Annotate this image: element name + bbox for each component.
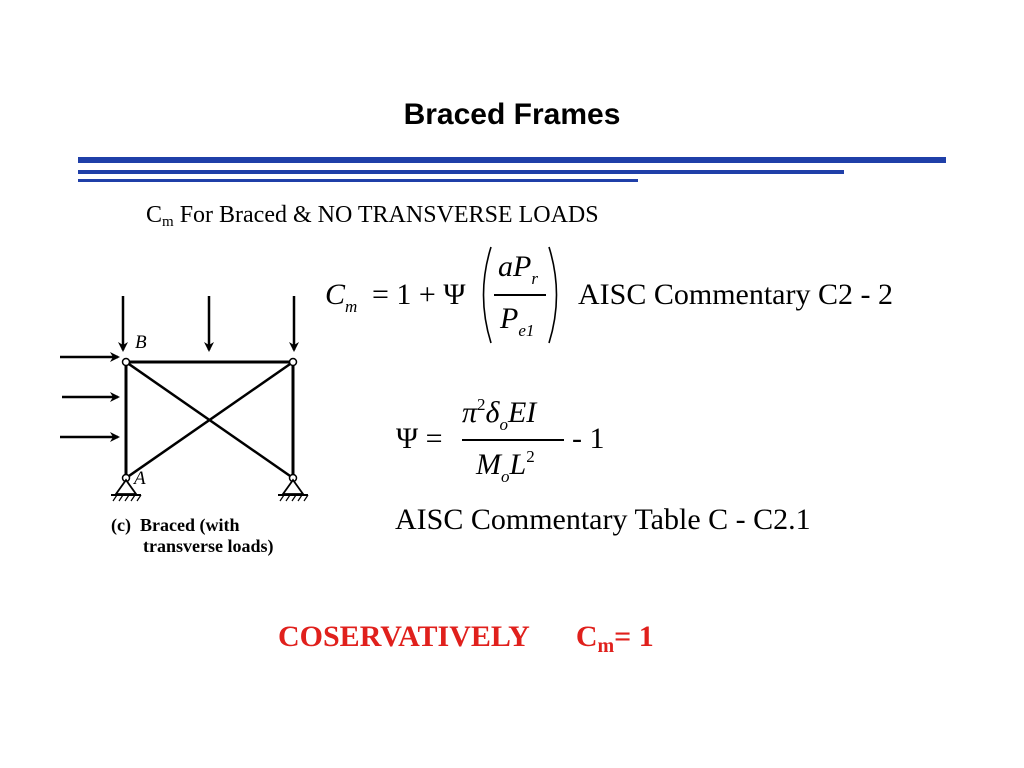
eq2-den-m: M [476,448,501,481]
rule-bottom [78,179,638,182]
subtitle-c-sub: m [162,214,174,230]
eq1-equals: = 1 + Ψ [372,278,466,311]
support-right [278,478,309,502]
eq1-lhs-sub: m [345,297,358,316]
eq2-den-m-sub: o [501,467,510,486]
subtitle-c: C [146,202,163,228]
eq2-denominator: MoL2 [476,447,535,486]
conservative-sub: m [597,635,615,657]
caption-line-1: (c) Braced (with [111,515,240,535]
eq1-lhs-c: C [325,278,346,311]
eq2-num-ei: EI [507,396,537,429]
eq1-numerator: aPr [498,250,538,288]
conservative-text: COSERVATIVELY [278,620,530,653]
eq2-den-l: L [509,448,527,481]
rule-top [78,157,946,163]
page-title: Braced Frames [403,98,621,131]
eq1-num-ap: aP [498,250,532,283]
eq1-den-sub: e1 [518,321,535,340]
braced-frame-diagram: B A [60,296,309,502]
eq2-num-pi-sup: 2 [477,395,486,414]
rule-middle [78,170,844,174]
eq2-num-delta: δ [485,396,500,429]
figure-caption: (c) Braced (with transverse loads) [111,515,273,557]
eq2-num-delta-sub: o [499,415,508,434]
eq1-left-paren [482,246,492,344]
eq1-lhs: Cm [325,278,357,316]
eq1-den-p: P [500,302,519,335]
caption-line-2: transverse loads) [143,536,274,556]
eq2-numerator: π2δoEI [462,395,537,434]
eq2-num-pi: π [462,396,478,429]
conservative-note: COSERVATIVELY Cm= 1 [278,620,654,658]
eq1-denominator: Pe1 [500,302,534,340]
conservative-c: C [575,620,598,653]
eq2-reference: AISC Commentary Table C - C2.1 [395,503,811,536]
support-left [111,478,142,502]
subtitle: Cm For Braced & NO TRANSVERSE LOADS [146,202,599,231]
conservative-value: = 1 [614,620,654,653]
subtitle-text: For Braced & NO TRANSVERSE LOADS [173,202,599,228]
label-b: B [135,332,147,353]
label-a: A [132,468,146,489]
joint-top-right [288,357,298,367]
joint-b [121,357,131,367]
eq1-num-sub: r [531,269,538,288]
eq2-fraction-bar [462,439,564,441]
eq1-fraction-bar [494,294,546,296]
eq2-tail: - 1 [572,422,605,455]
eq2-den-l-sup: 2 [526,447,535,466]
eq1-reference: AISC Commentary C2 - 2 [578,278,893,311]
brace-diagonal-2 [125,360,294,480]
eq1-right-paren [548,246,558,344]
eq2-lhs: Ψ = [396,422,443,455]
